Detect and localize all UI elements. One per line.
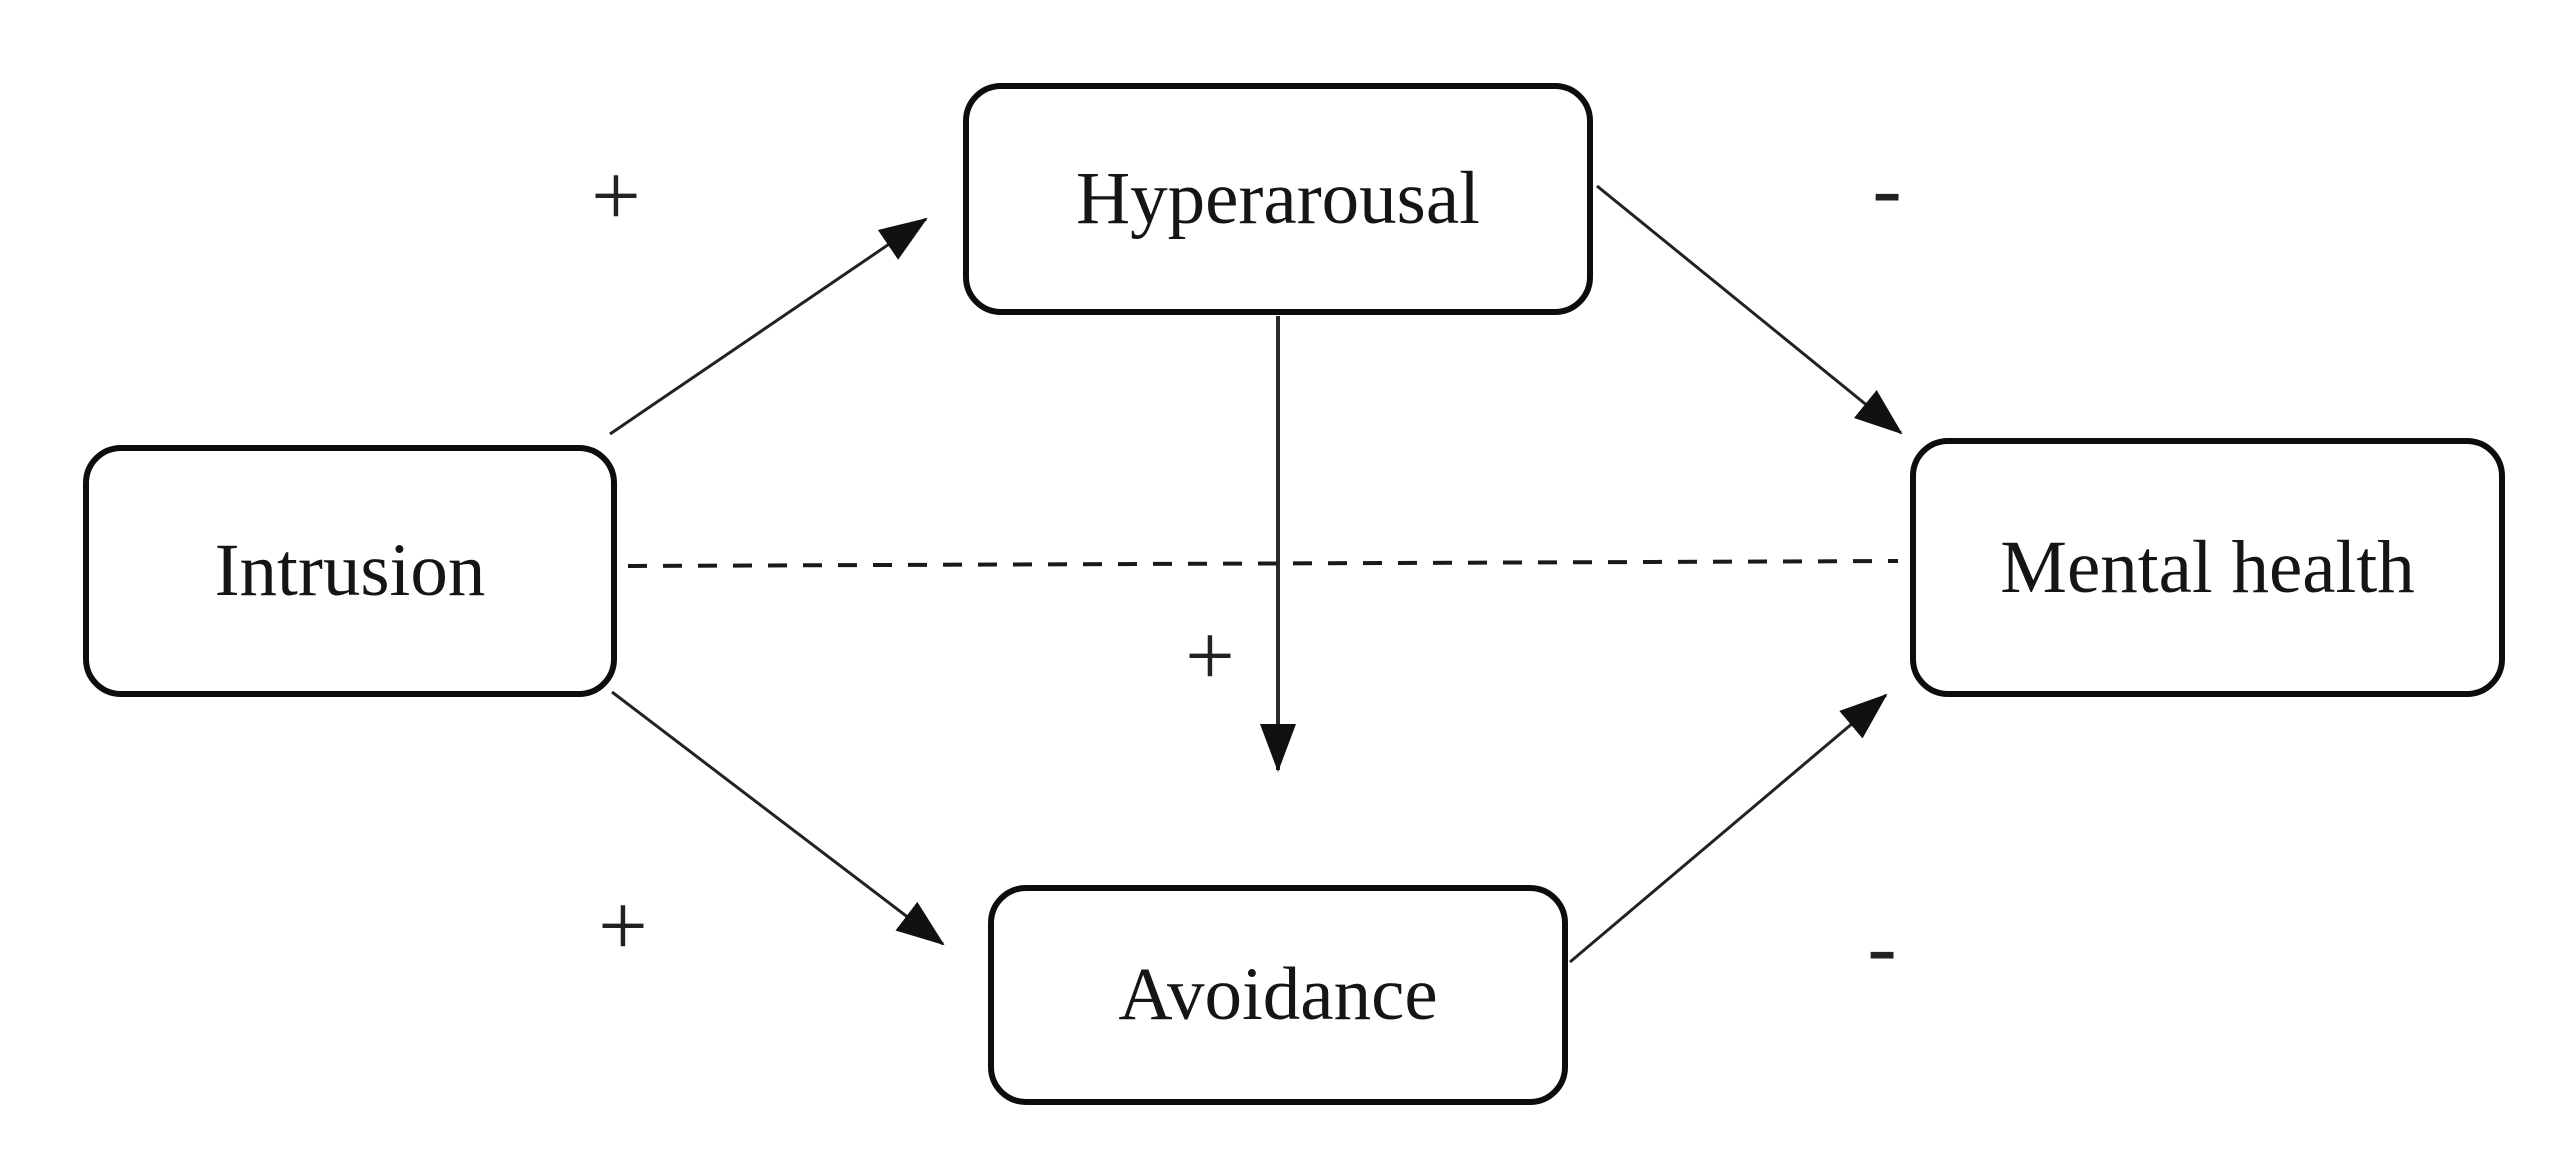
edge-sign-avoidance-mental-health: - xyxy=(1867,899,1897,996)
edge-sign-hyperarousal-mental-health: - xyxy=(1872,141,1902,238)
node-avoidance: Avoidance xyxy=(988,885,1568,1105)
node-intrusion: Intrusion xyxy=(83,445,617,697)
edge-intrusion-to-avoidance xyxy=(611,690,945,946)
edge-intrusion-to-mental-health-dashed xyxy=(627,559,1899,568)
edge-sign-intrusion-hyperarousal: + xyxy=(591,148,641,245)
edge-sign-hyperarousal-avoidance: + xyxy=(1185,608,1235,705)
node-mental-health: Mental health xyxy=(1910,438,2505,697)
edge-sign-intrusion-avoidance: + xyxy=(598,878,648,975)
edge-hyperarousal-to-mental-health xyxy=(1596,184,1903,435)
edge-avoidance-to-mental-health xyxy=(1569,693,1888,964)
edge-intrusion-to-hyperarousal xyxy=(609,217,928,436)
node-hyperarousal: Hyperarousal xyxy=(963,83,1593,315)
